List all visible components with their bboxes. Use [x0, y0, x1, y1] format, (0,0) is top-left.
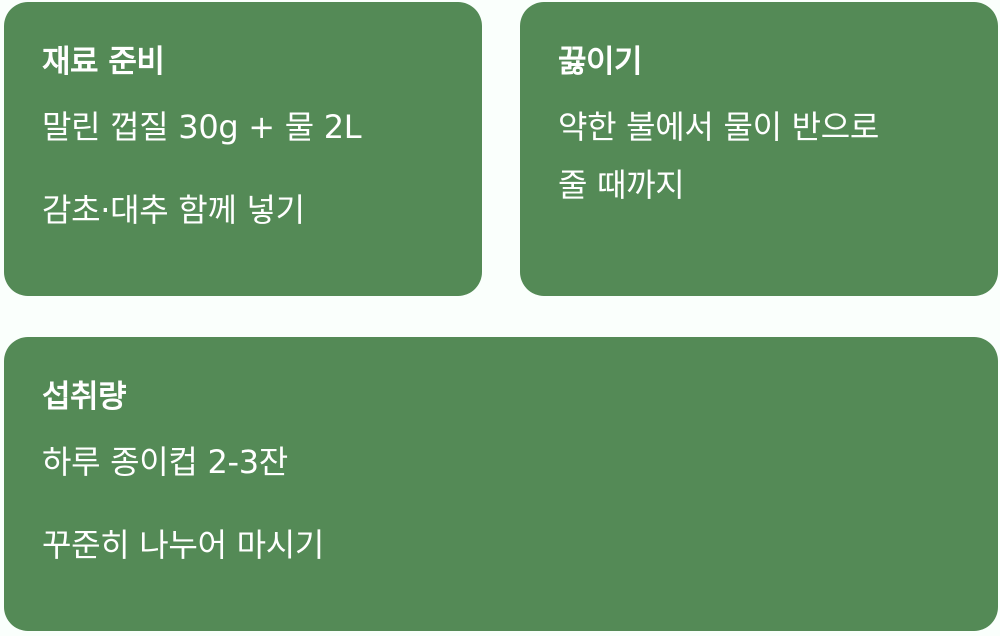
boil-card: 끓이기 약한 불에서 물이 반으로 줄 때까지 — [520, 2, 998, 296]
intake-card-line-2: 꾸준히 나누어 마시기 — [42, 526, 325, 564]
intake-card-title: 섭취량 — [42, 379, 127, 415]
prep-card-title: 재료 준비 — [42, 44, 165, 80]
boil-card-line-2: 줄 때까지 — [558, 166, 685, 204]
prep-card-line-1: 말린 껍질 30g + 물 2L — [42, 108, 362, 146]
boil-card-text: 약한 불에서 물이 반으로 줄 때까지 — [558, 98, 960, 214]
boil-card-title: 끓이기 — [558, 44, 643, 80]
intake-card: 섭취량 하루 종이컵 2-3잔 꾸준히 나누어 마시기 — [4, 337, 998, 631]
prep-card-line-2: 감초·대추 함께 넣기 — [42, 191, 305, 229]
intake-card-line-1: 하루 종이컵 2-3잔 — [42, 443, 288, 481]
prep-card: 재료 준비 말린 껍질 30g + 물 2L 감초·대추 함께 넣기 — [4, 2, 482, 296]
boil-card-line-1: 약한 불에서 물이 반으로 — [558, 108, 880, 146]
